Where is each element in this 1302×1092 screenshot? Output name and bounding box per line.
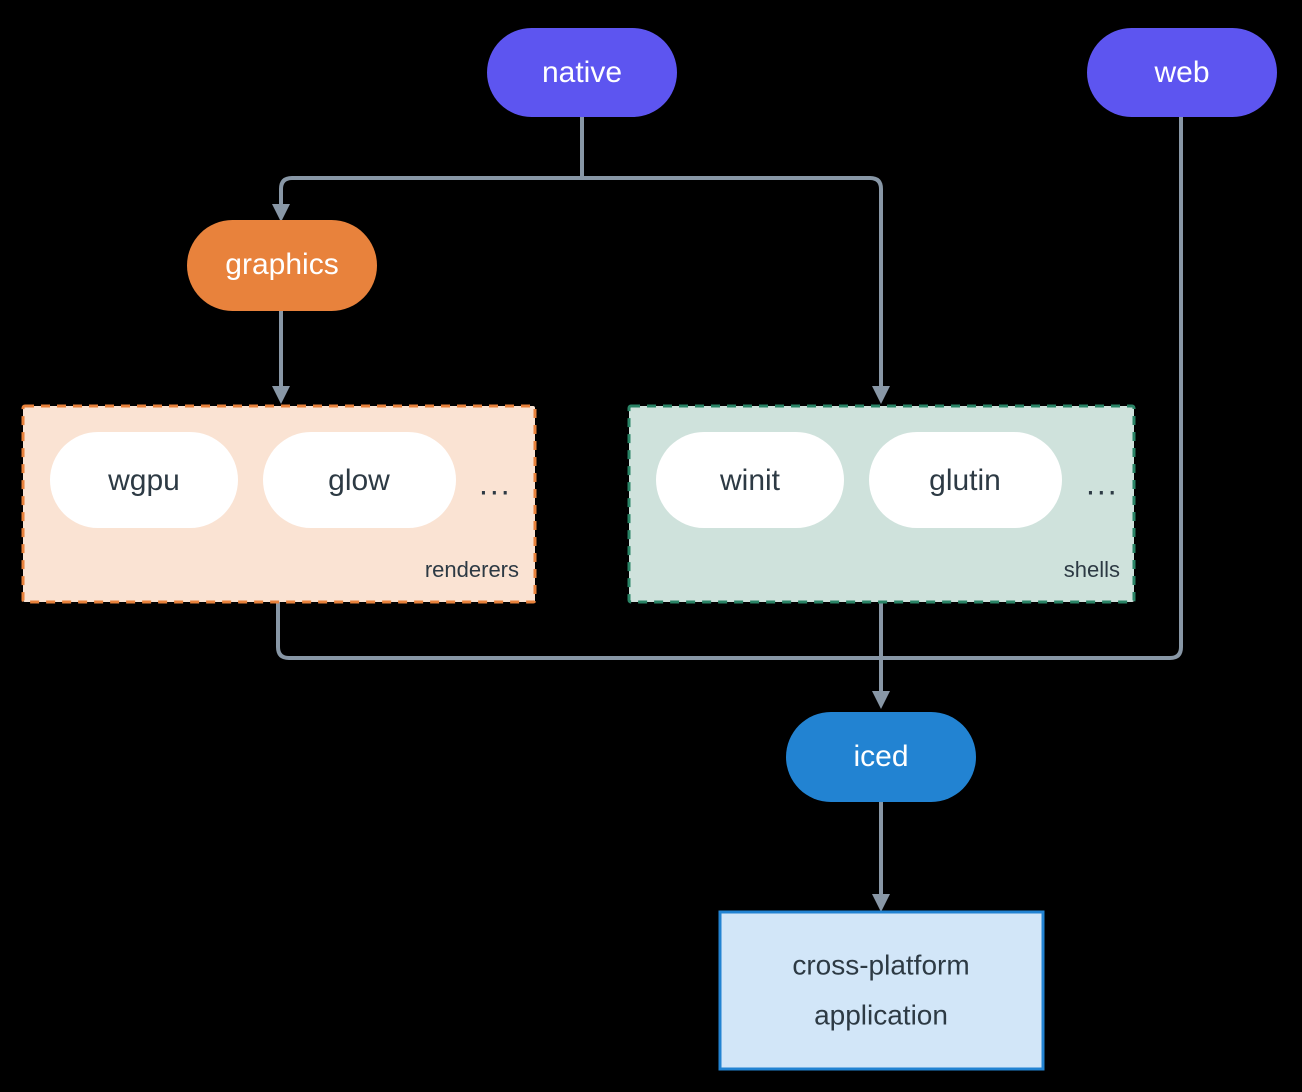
node-native[interactable]: native — [487, 28, 677, 117]
shells-group-caption: shells — [1064, 557, 1120, 582]
glow-label: glow — [328, 464, 390, 497]
native-pill[interactable] — [487, 28, 677, 117]
renderers-overflow-ellipsis: ... — [479, 465, 512, 501]
application-label-line1: cross-platform — [792, 949, 969, 980]
iced-label: iced — [853, 740, 908, 773]
arrowhead-native-to-shells — [872, 386, 890, 404]
edge-native-to-graphics — [279, 176, 582, 206]
shell-item-winit[interactable]: winit — [656, 432, 844, 528]
wgpu-label: wgpu — [107, 464, 180, 497]
glutin-pill[interactable] — [869, 432, 1062, 528]
wgpu-pill[interactable] — [50, 432, 238, 528]
group-renderers: wgpu glow ... renderers — [21, 404, 537, 604]
edge-web-to-iced — [881, 117, 1183, 660]
application-label-line2: application — [814, 999, 948, 1030]
shells-overflow-ellipsis: ... — [1086, 465, 1119, 501]
web-label: web — [1153, 56, 1209, 89]
native-label: native — [542, 56, 622, 89]
group-shells: winit glutin ... shells — [627, 404, 1136, 604]
web-pill[interactable] — [1087, 28, 1277, 117]
glow-pill[interactable] — [263, 432, 456, 528]
node-web[interactable]: web — [1087, 28, 1277, 117]
glutin-label: glutin — [929, 464, 1001, 497]
node-iced[interactable]: iced — [786, 712, 976, 802]
edge-native-to-shells — [582, 176, 883, 388]
renderers-group-caption: renderers — [425, 557, 519, 582]
arrowhead-graphics-to-renderers — [272, 386, 290, 404]
iced-pill[interactable] — [786, 712, 976, 802]
renderer-item-glow[interactable]: glow — [263, 432, 456, 528]
arrowhead-merge-to-iced — [872, 691, 890, 709]
application-box[interactable] — [718, 910, 1045, 1071]
renderer-item-wgpu[interactable]: wgpu — [50, 432, 238, 528]
graphics-pill[interactable] — [187, 220, 377, 311]
arrowhead-native-to-graphics — [272, 204, 290, 222]
arrowhead-iced-to-application — [872, 894, 890, 912]
node-graphics[interactable]: graphics — [187, 220, 377, 311]
shell-item-glutin[interactable]: glutin — [869, 432, 1062, 528]
winit-pill[interactable] — [656, 432, 844, 528]
node-application[interactable]: cross-platform application — [718, 910, 1045, 1071]
graphics-label: graphics — [225, 248, 338, 281]
winit-label: winit — [719, 464, 781, 497]
edge-layer — [272, 117, 1183, 912]
edge-renderers-to-iced — [276, 602, 881, 660]
